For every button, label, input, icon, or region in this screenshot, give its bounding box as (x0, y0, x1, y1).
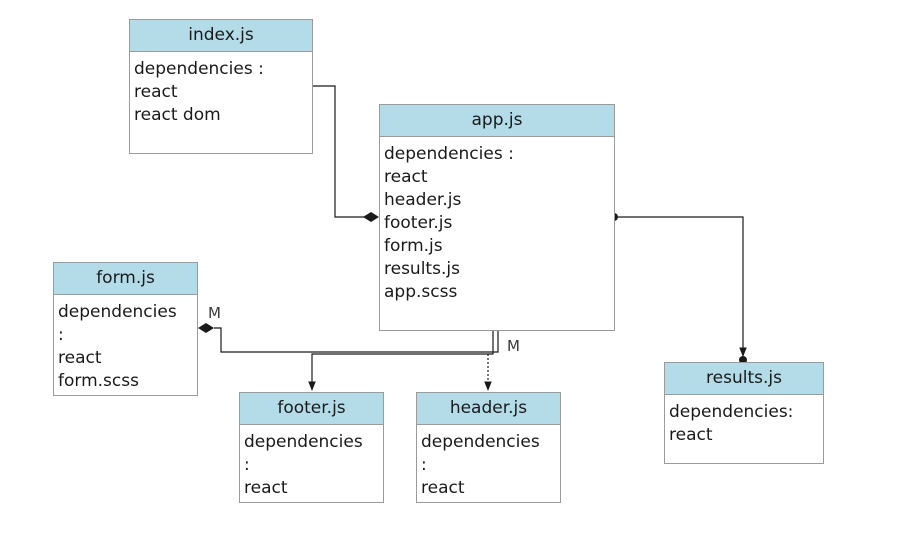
multiplicity-label: M (208, 304, 221, 322)
box-title: index.js (130, 20, 312, 52)
dependency-line: form.scss (58, 371, 139, 391)
dependency-line: : (244, 455, 250, 475)
dependency-list: dependencies : react form.scss (54, 295, 197, 393)
dependency-list: dependencies: react (665, 395, 823, 447)
dependency-line: app.scss (384, 282, 458, 302)
results-js-box[interactable]: results.js dependencies: react (664, 362, 824, 464)
dependency-line: : (421, 455, 427, 475)
dependency-line: dependencies (244, 432, 363, 452)
box-title: app.js (380, 105, 614, 137)
connector-app-to-results (614, 216, 747, 357)
dependency-line: react (134, 82, 178, 102)
dependency-list: dependencies : react (417, 425, 560, 500)
dependency-line: dependencies: (669, 402, 794, 422)
connector-index-to-app (313, 85, 366, 218)
composition-diamond (198, 323, 214, 333)
box-title: form.js (54, 263, 197, 295)
connector-app-to-footer (308, 330, 494, 391)
app-js-box[interactable]: app.js dependencies : react header.js fo… (379, 104, 615, 331)
dependency-line: react (421, 478, 465, 498)
dependency-list: dependencies : react header.js footer.js… (380, 137, 614, 304)
dependency-line: react (669, 425, 713, 445)
dependency-line: footer.js (384, 213, 453, 233)
form-js-box[interactable]: form.js dependencies : react form.scss (53, 262, 198, 396)
box-title: results.js (665, 363, 823, 395)
connector-form-to-app (214, 327, 499, 353)
header-js-box[interactable]: header.js dependencies : react (416, 392, 561, 503)
dependency-line: react (384, 167, 428, 187)
dependency-list: dependencies : react react dom (130, 52, 312, 127)
dependency-line: form.js (384, 236, 443, 256)
dependency-line: : (58, 325, 64, 345)
dependency-line: dependencies : (134, 59, 264, 79)
dependency-list: dependencies : react (240, 425, 383, 500)
dependency-line: dependencies (58, 302, 177, 322)
dependency-line: react (58, 348, 102, 368)
footer-js-box[interactable]: footer.js dependencies : react (239, 392, 384, 503)
dependency-line: dependencies : (384, 144, 514, 164)
dependency-line: dependencies (421, 432, 540, 452)
dependency-line: react dom (134, 105, 221, 125)
dependency-line: results.js (384, 259, 460, 279)
composition-diamond (363, 212, 379, 222)
index-js-box[interactable]: index.js dependencies : react react dom (129, 19, 313, 154)
dependency-line: react (244, 478, 288, 498)
dependency-line: header.js (384, 190, 462, 210)
box-title: header.js (417, 393, 560, 425)
box-title: footer.js (240, 393, 383, 425)
multiplicity-label: M (507, 337, 520, 355)
